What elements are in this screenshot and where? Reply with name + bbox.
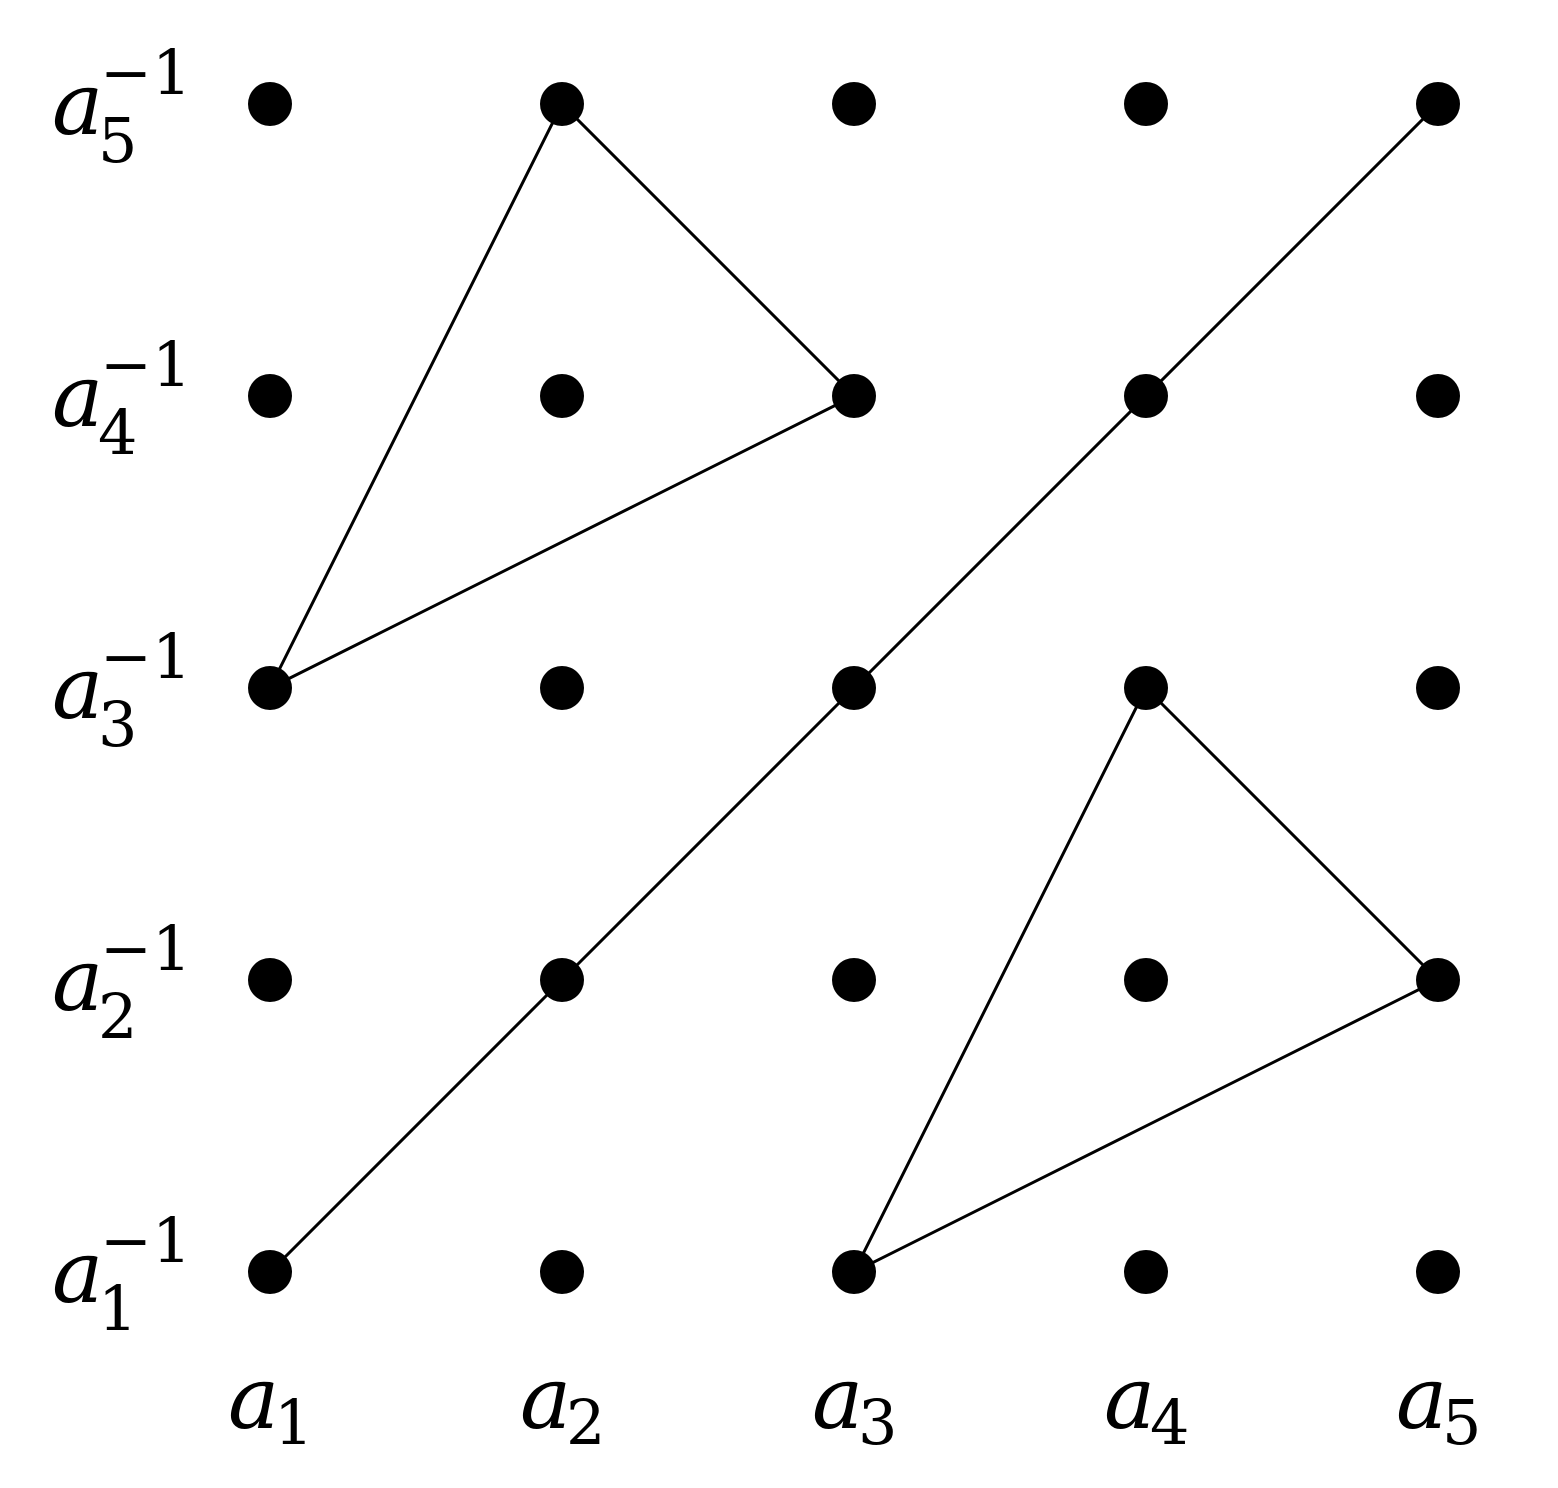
row-label-subscript: 1 [98,1272,137,1345]
node-c3-r2 [832,958,876,1002]
node-c5-r1 [1416,1250,1460,1294]
column-label-base: a [812,1349,863,1449]
column-label-2: a2 [520,1349,605,1459]
node-c5-r5 [1416,82,1460,126]
node-c4-r3 [1124,666,1168,710]
node-c1-r4 [248,374,292,418]
row-label-subscript: 5 [98,104,137,177]
row-label-subscript: 3 [98,688,137,761]
node-c2-r4 [540,374,584,418]
edge-6 [560,102,856,398]
column-label-1: a1 [228,1349,313,1459]
row-label-superscript: −1 [100,36,191,109]
column-label-4: a4 [1104,1349,1189,1459]
node-c3-r4 [832,374,876,418]
edge-7 [268,394,856,690]
row-label-1: a1−1 [52,1204,191,1345]
nodes-layer [248,82,1460,1294]
column-label-subscript: 5 [1442,1386,1481,1459]
edge-10 [852,978,1440,1274]
node-c4-r1 [1124,1250,1168,1294]
node-c2-r5 [540,82,584,126]
row-label-superscript: −1 [100,1204,191,1277]
row-label-superscript: −1 [100,620,191,693]
row-labels: a1−1a2−1a3−1a4−1a5−1 [52,36,191,1345]
row-label-subscript: 2 [98,980,137,1053]
node-c4-r2 [1124,958,1168,1002]
column-label-subscript: 4 [1150,1386,1189,1459]
row-label-base: a [52,1223,103,1323]
edge-8 [852,686,1148,1274]
node-c1-r1 [248,1250,292,1294]
node-c3-r5 [832,82,876,126]
column-label-subscript: 1 [274,1386,313,1459]
edge-1 [268,978,564,1274]
column-label-subscript: 3 [858,1386,897,1459]
column-label-base: a [228,1349,279,1449]
row-label-superscript: −1 [100,328,191,401]
node-c3-r1 [832,1250,876,1294]
row-label-5: a5−1 [52,36,191,177]
edge-3 [852,394,1148,690]
node-c1-r2 [248,958,292,1002]
node-c5-r4 [1416,374,1460,418]
row-label-base: a [52,347,103,447]
column-label-5: a5 [1396,1349,1481,1459]
row-label-base: a [52,931,103,1031]
column-label-3: a3 [812,1349,897,1459]
column-label-base: a [1104,1349,1155,1449]
column-label-base: a [1396,1349,1447,1449]
row-label-superscript: −1 [100,912,191,985]
node-c5-r3 [1416,666,1460,710]
edge-2 [560,686,856,982]
column-label-base: a [520,1349,571,1449]
edges-layer [268,102,1440,1274]
edge-5 [268,102,564,690]
node-c3-r3 [832,666,876,710]
row-label-2: a2−1 [52,912,191,1053]
node-c5-r2 [1416,958,1460,1002]
node-c1-r5 [248,82,292,126]
node-c1-r3 [248,666,292,710]
column-label-subscript: 2 [566,1386,605,1459]
row-label-4: a4−1 [52,328,191,469]
row-label-base: a [52,55,103,155]
row-label-3: a3−1 [52,620,191,761]
node-c4-r4 [1124,374,1168,418]
node-c2-r2 [540,958,584,1002]
edge-4 [1144,102,1440,398]
node-c4-r5 [1124,82,1168,126]
row-label-base: a [52,639,103,739]
edge-9 [1144,686,1440,982]
node-c2-r1 [540,1250,584,1294]
row-label-subscript: 4 [98,396,137,469]
node-c2-r3 [540,666,584,710]
